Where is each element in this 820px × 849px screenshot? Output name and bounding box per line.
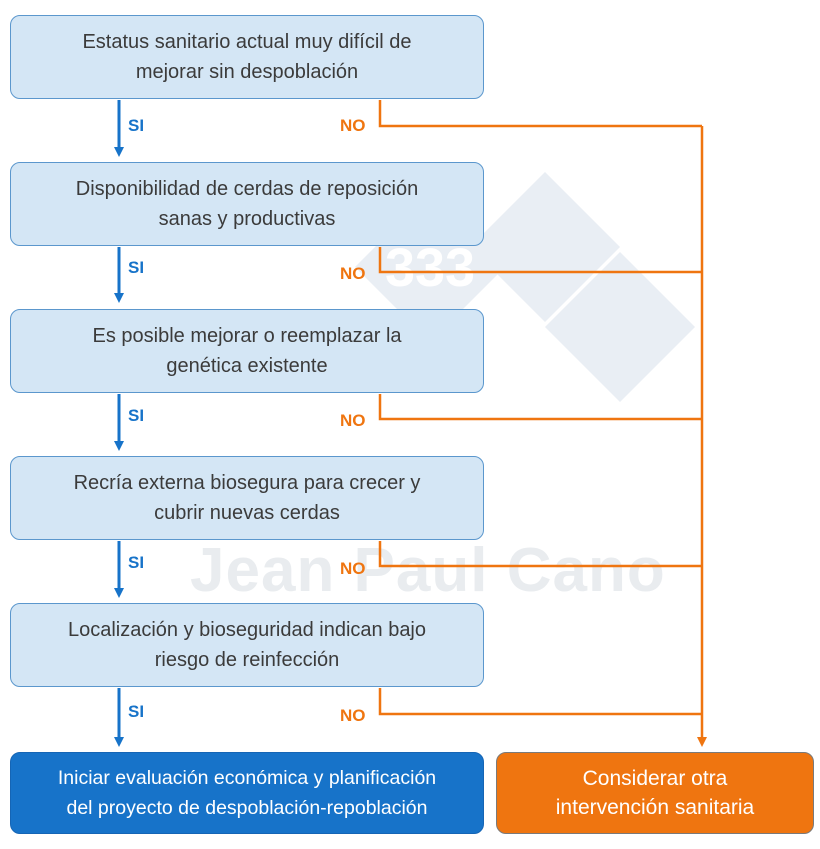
yes-label-2: SI xyxy=(128,258,145,277)
yes-label-1: SI xyxy=(128,116,145,135)
decision-box-2: Disponibilidad de cerdas de reposición s… xyxy=(10,162,484,246)
outcome-no-box: Considerar otra intervención sanitaria xyxy=(496,752,814,834)
no-line-5 xyxy=(378,688,702,716)
decision-1-line2: mejorar sin despoblación xyxy=(135,61,359,83)
yes-label-5: SI xyxy=(128,702,145,721)
decision-4-line1: Recría externa biosegura para crecer y xyxy=(73,472,421,494)
decision-4-line2: cubrir nuevas cerdas xyxy=(154,502,340,524)
no-line-3 xyxy=(378,394,702,421)
no-line-4 xyxy=(378,541,702,568)
outcome-yes-line1: Iniciar evaluación económica y planifica… xyxy=(57,767,437,789)
outcome-yes-line2: del proyecto de despoblación-repoblación xyxy=(66,797,428,819)
decision-box-3: Es posible mejorar o reemplazar la genét… xyxy=(10,309,484,393)
no-line-2 xyxy=(378,247,702,274)
decision-3-line1: Es posible mejorar o reemplazar la xyxy=(92,325,402,347)
decision-box-4: Recría externa biosegura para crecer y c… xyxy=(10,456,484,540)
decision-2-line1: Disponibilidad de cerdas de reposición xyxy=(75,178,419,200)
no-label-3: NO xyxy=(340,411,366,430)
decision-2-line2: sanas y productivas xyxy=(158,208,336,230)
decision-3-line2: genética existente xyxy=(166,355,328,377)
decision-box-1: Estatus sanitario actual muy difícil de … xyxy=(10,15,484,99)
decision-1-line1: Estatus sanitario actual muy difícil de xyxy=(82,31,412,53)
no-line-1 xyxy=(378,100,702,128)
decision-box-5: Localización y bioseguridad indican bajo… xyxy=(10,603,484,687)
decision-5-line1: Localización y bioseguridad indican bajo xyxy=(67,619,427,641)
outcome-yes-box: Iniciar evaluación económica y planifica… xyxy=(10,752,484,834)
no-label-2: NO xyxy=(340,264,366,283)
yes-label-3: SI xyxy=(128,406,145,425)
no-label-5: NO xyxy=(340,706,366,725)
decision-5-line2: riesgo de reinfección xyxy=(154,649,340,671)
outcome-no-line1: Considerar otra xyxy=(582,767,728,790)
no-label-4: NO xyxy=(340,559,366,578)
no-label-1: NO xyxy=(340,116,366,135)
yes-label-4: SI xyxy=(128,553,145,572)
outcome-no-line2: intervención sanitaria xyxy=(555,796,755,819)
